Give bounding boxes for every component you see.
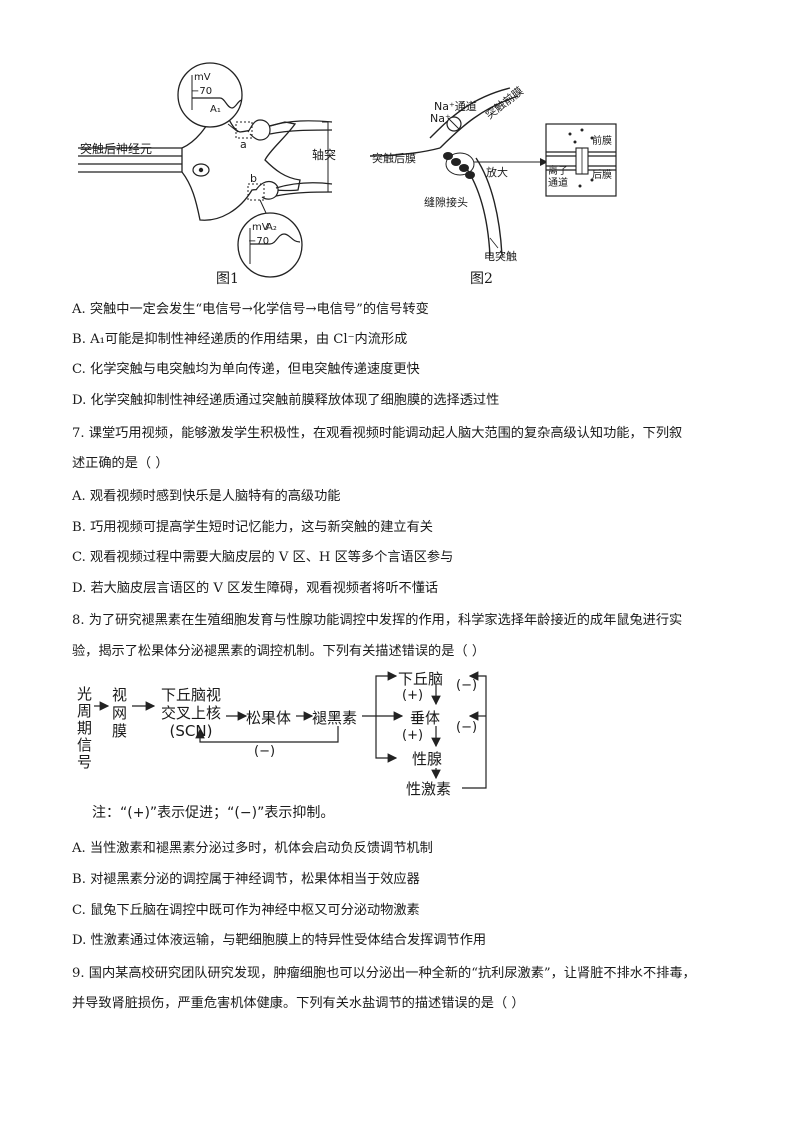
q8-minus-1: (−) — [456, 678, 478, 693]
q8-retina-label: 视 网 膜 — [112, 686, 128, 740]
q8-pineal-label: 松果体 — [246, 709, 292, 727]
q8-scn-label: 下丘脑视 交叉上核 (SCN) — [160, 686, 221, 740]
q7-option-c: C. 观看视频过程中需要大脑皮层的 V 区、H 区等多个言语区参与 — [72, 550, 454, 565]
fig2-electrical-synapse-label: 电突触 — [484, 250, 517, 263]
fig1-axon-label: 轴突 — [312, 148, 337, 162]
fig2-na-ion-label: Na⁺ — [430, 112, 451, 125]
q8-stem-line-2: 验，揭示了松果体分泌褪黑素的调控机制。下列有关描述错误的是（ ） — [72, 644, 486, 659]
q7-option-d: D. 若大脑皮层言语区的 V 区发生障碍，观看视频者将听不懂话 — [72, 581, 439, 596]
q8-regulation-diagram — [94, 671, 487, 789]
fig1-inset-top-tag: A₁ — [210, 104, 221, 115]
q8-pituitary-label: 垂体 — [410, 709, 441, 727]
fig1-point-a: a — [240, 138, 247, 151]
fig1-postsynaptic-label: 突触后神经元 — [80, 142, 153, 156]
fig1-inset-bottom-value: −70 — [248, 236, 270, 247]
q8-signal-label: 光 周 期 信 号 — [77, 685, 93, 771]
q6-option-b: B. A₁可能是抑制性神经递质的作用结果，由 Cl⁻内流形成 — [72, 332, 408, 347]
fig2-zoom-back-label: 后膜 — [592, 170, 612, 181]
q8-option-d: D. 性激素通过体液运输，与靶细胞膜上的特异性受体结合发挥调节作用 — [72, 933, 487, 948]
q6-option-a: A. 突触中一定会发生“电信号→化学信号→电信号”的信号转变 — [72, 302, 429, 317]
fig2-postsynaptic-label: 突触后膜 — [372, 152, 416, 165]
figure-1-neuron-diagram — [78, 62, 333, 278]
q8-plus-2: (+) — [402, 728, 424, 743]
q9-stem-line-1: 9. 国内某高校研究团队研究发现，肿瘤细胞也可以分泌出一种全新的“抗利尿激素”，… — [72, 966, 696, 981]
q8-option-a: A. 当性激素和褪黑素分泌过多时，机体会启动负反馈调节机制 — [72, 841, 433, 856]
q8-note: 注：“(+)”表示促进；“(−)”表示抑制。 — [92, 805, 335, 821]
fig1-inset-top-value: −70 — [191, 86, 213, 97]
fig1-inset-top-unit: mV — [194, 72, 211, 83]
q6-option-c: C. 化学突触与电突触均为单向传递，但电突触传递速度更快 — [72, 362, 420, 377]
q8-melatonin-label: 褪黑素 — [312, 709, 358, 727]
q8-option-b: B. 对褪黑素分泌的调控属于神经调节，松果体相当于效应器 — [72, 872, 420, 887]
q8-sex-hormone-label: 性激素 — [406, 780, 452, 798]
q9-stem-line-2: 并导致肾脏损伤，严重危害机体健康。下列有关水盐调节的描述错误的是（ ） — [72, 996, 525, 1011]
q8-minus-2: (−) — [456, 720, 478, 735]
q7-stem-line-2: 述正确的是（ ） — [72, 456, 169, 471]
fig1-point-b: b — [250, 172, 257, 185]
figure-2-electrical-synapse-diagram — [370, 87, 617, 257]
q6-option-d: D. 化学突触抑制性神经递质通过突触前膜释放体现了细胞膜的选择透过性 — [72, 393, 500, 408]
fig2-zoom-channel-label: 离子通道 — [548, 166, 568, 189]
q8-hypothalamus-label: 下丘脑 — [398, 670, 444, 688]
fig2-na-channel-label: Na⁺通道 — [434, 100, 477, 113]
figure-2-caption: 图2 — [470, 271, 493, 287]
q7-option-b: B. 巧用视频可提高学生短时记忆能力，这与新突触的建立有关 — [72, 520, 433, 535]
fig2-zoom-front-label: 前膜 — [592, 136, 612, 147]
fig1-inset-bottom-unit: mV — [252, 222, 269, 233]
fig1-inset-bottom-tag: A₂ — [266, 222, 277, 233]
fig2-gap-junction-label: 缝隙接头 — [424, 196, 468, 209]
q8-scn-feedback-minus: (−) — [254, 744, 276, 759]
q7-option-a: A. 观看视频时感到快乐是人脑特有的高级功能 — [72, 489, 341, 504]
q8-gonad-label: 性腺 — [412, 750, 443, 768]
q8-stem-line-1: 8. 为了研究褪黑素在生殖细胞发育与性腺功能调控中发挥的作用，科学家选择年龄接近… — [72, 613, 683, 628]
figure-1-caption: 图1 — [216, 271, 239, 287]
q7-stem-line-1: 7. 课堂巧用视频，能够激发学生积极性，在观看视频时能调动起人脑大范围的复杂高级… — [72, 426, 683, 441]
q8-option-c: C. 鼠兔下丘脑在调控中既可作为神经中枢又可分泌动物激素 — [72, 903, 420, 918]
q8-plus-1: (+) — [402, 688, 424, 703]
fig2-zoom-label: 放大 — [486, 166, 508, 179]
